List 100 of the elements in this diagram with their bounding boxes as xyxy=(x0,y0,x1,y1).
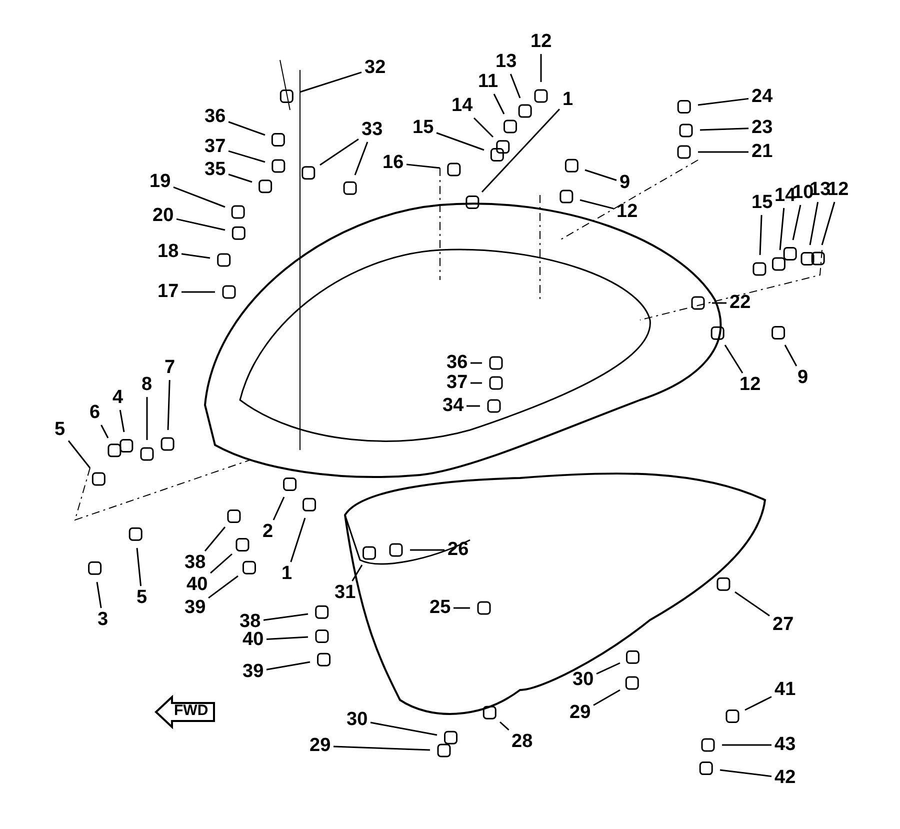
leader-line xyxy=(290,518,306,562)
callout-number: 35 xyxy=(204,160,227,180)
leader-line xyxy=(406,164,440,169)
leader-line xyxy=(500,721,510,731)
leader-line xyxy=(300,72,362,93)
leader-line xyxy=(466,405,480,407)
leader-line xyxy=(724,344,744,374)
callout-number: 36 xyxy=(446,353,469,373)
callout-number: 13 xyxy=(494,52,518,72)
callout-number: 12 xyxy=(530,32,553,52)
callout-number: 37 xyxy=(204,137,227,157)
leader-line xyxy=(493,94,505,114)
callout-number: 29 xyxy=(568,703,592,723)
leader-line xyxy=(821,202,836,246)
leader-line xyxy=(352,564,363,582)
callout-number: 17 xyxy=(156,282,180,302)
leader-line xyxy=(354,142,368,176)
callout-number: 33 xyxy=(360,120,384,140)
leader-line xyxy=(454,607,470,609)
callout-number: 1 xyxy=(562,90,574,110)
leader-line xyxy=(470,382,482,384)
callout-number: 39 xyxy=(242,662,265,682)
callout-number: 39 xyxy=(184,598,207,618)
callout-number: 8 xyxy=(140,375,154,395)
leader-line xyxy=(580,199,614,210)
callout-number: 43 xyxy=(774,735,797,755)
leader-line xyxy=(320,138,359,166)
leader-line xyxy=(596,662,620,674)
leader-line xyxy=(272,496,285,520)
leader-line xyxy=(100,424,109,438)
callout-number: 24 xyxy=(750,87,774,107)
leader-line xyxy=(119,410,125,432)
callout-number: 42 xyxy=(774,768,797,788)
callout-number: 27 xyxy=(772,615,795,635)
leader-line xyxy=(712,302,726,304)
leader-line xyxy=(809,202,819,246)
leader-line xyxy=(266,636,308,640)
leader-line xyxy=(473,117,494,138)
callout-number: 40 xyxy=(242,630,265,650)
callout-number: 14 xyxy=(450,96,474,116)
leader-line xyxy=(410,549,444,551)
leader-line xyxy=(228,121,266,136)
callout-number: 6 xyxy=(88,403,102,423)
callout-number: 37 xyxy=(446,373,469,393)
callout-number: 9 xyxy=(796,368,810,388)
leader-line xyxy=(96,582,102,608)
leader-line xyxy=(173,186,226,208)
leader-line xyxy=(228,150,266,163)
callout-number: 3 xyxy=(96,610,110,630)
callout-number: 41 xyxy=(774,680,797,700)
callout-number: 30 xyxy=(346,710,369,730)
leader-line xyxy=(759,214,762,256)
leader-line xyxy=(784,344,798,366)
leader-line xyxy=(436,132,484,151)
callout-number: 5 xyxy=(54,420,66,440)
leader-line xyxy=(370,722,438,736)
leader-line xyxy=(146,397,148,440)
leader-line xyxy=(167,380,170,430)
leader-line xyxy=(210,553,232,574)
callout-number: 20 xyxy=(152,206,175,226)
callout-number: 5 xyxy=(136,588,148,608)
callout-number: 29 xyxy=(308,736,332,756)
leader-line xyxy=(333,746,430,751)
leader-line xyxy=(263,613,308,621)
leader-line xyxy=(722,744,772,746)
leader-line xyxy=(510,74,521,98)
callout-number: 15 xyxy=(412,118,435,138)
callout-number: 30 xyxy=(572,670,595,690)
callout-number: 4 xyxy=(112,388,124,408)
leader-line xyxy=(136,548,142,586)
callout-number: 36 xyxy=(204,107,227,127)
callout-number: 15 xyxy=(750,193,774,213)
leader-line xyxy=(698,151,748,153)
callout-number: 18 xyxy=(156,242,180,262)
leader-line xyxy=(204,526,226,552)
leader-line xyxy=(228,174,252,183)
forward-arrow-sign: FWD xyxy=(154,695,216,729)
callout-number: 28 xyxy=(510,732,534,752)
callout-number: 38 xyxy=(184,553,207,573)
callout-number: 7 xyxy=(164,358,176,378)
leader-line xyxy=(182,291,215,293)
leader-line xyxy=(744,696,772,711)
leader-line xyxy=(208,575,238,599)
leader-line xyxy=(68,440,91,468)
callout-number: 23 xyxy=(750,118,774,138)
leader-line xyxy=(720,769,772,778)
leader-line xyxy=(792,204,802,240)
callout-number: 12 xyxy=(738,375,762,395)
leader-line xyxy=(266,661,310,670)
leader-line xyxy=(540,54,542,82)
callout-number: 40 xyxy=(186,575,209,595)
callout-number: 21 xyxy=(750,142,774,162)
leader-line xyxy=(481,108,560,193)
callout-number: 32 xyxy=(364,58,387,78)
leader-line xyxy=(584,169,617,181)
callout-number: 19 xyxy=(148,172,172,192)
callout-number: 38 xyxy=(238,612,262,632)
leader-line xyxy=(734,591,770,616)
leader-line xyxy=(470,362,482,364)
leader-line xyxy=(698,98,749,106)
